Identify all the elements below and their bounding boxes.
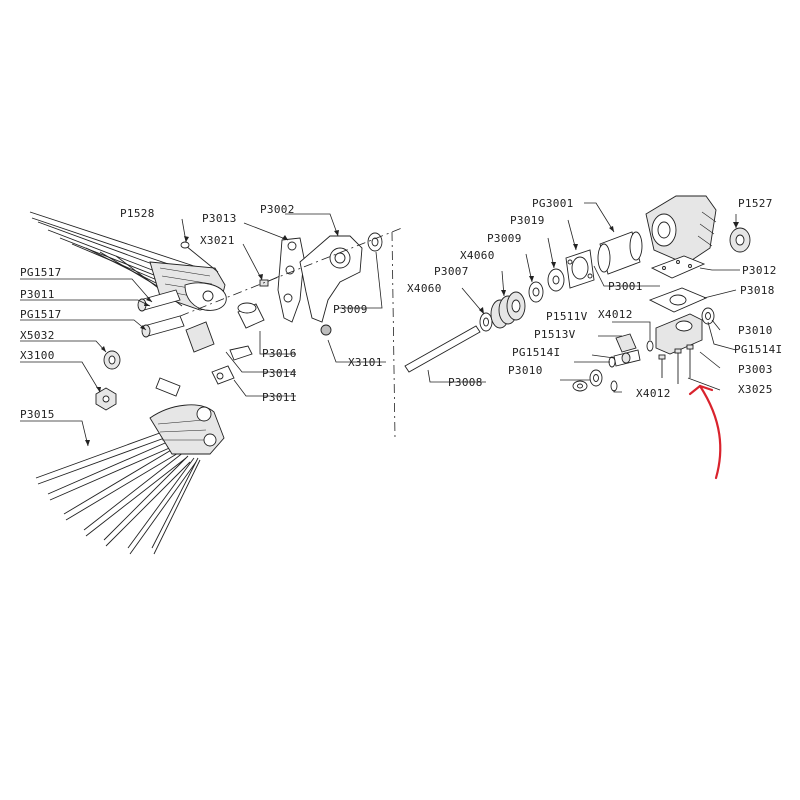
label-x3100: X3100 — [20, 349, 55, 362]
label-p3008: P3008 — [448, 376, 483, 389]
nut-x3100 — [95, 387, 117, 411]
bolts-x3025 — [658, 344, 694, 384]
label-pg1517-upper: PG1517 — [20, 266, 62, 279]
label-p3010-left: P3010 — [508, 364, 543, 377]
label-p1511v: P1511V — [546, 310, 588, 323]
label-x3101: X3101 — [348, 356, 383, 369]
spacer-x5032 — [103, 350, 121, 370]
label-p3003: P3003 — [738, 363, 773, 376]
label-p3014: P3014 — [262, 367, 297, 380]
cylinder-pg3001 — [597, 231, 643, 275]
label-p1513v: P1513V — [534, 328, 576, 341]
washer-p3010-small — [572, 380, 588, 392]
clip-p3011 — [211, 365, 235, 385]
label-pg3001: PG3001 — [532, 197, 574, 210]
bearing-p3007 — [490, 291, 526, 329]
label-x5032: X5032 — [20, 329, 55, 342]
bolt-p1528 — [180, 241, 219, 273]
label-pg1514i-left: PG1514I — [512, 346, 560, 359]
label-x4012-lower: X4012 — [636, 387, 671, 400]
label-p3013: P3013 — [202, 212, 237, 225]
housing-p3001 — [645, 195, 717, 265]
label-x4060-lower: X4060 — [407, 282, 442, 295]
bushing-p3016 — [237, 302, 265, 329]
label-p3018: P3018 — [740, 284, 775, 297]
block-p3003 — [655, 313, 703, 355]
fitting-p1511v — [615, 333, 637, 353]
washer-p3009-right — [547, 268, 565, 292]
highlight-arrow — [688, 384, 722, 480]
plate-p3013 — [277, 237, 305, 323]
label-p3016: P3016 — [262, 347, 297, 360]
label-pg1517-lower: PG1517 — [20, 308, 62, 321]
plate-p3018 — [648, 287, 708, 313]
washer-x4060-lower — [479, 312, 493, 332]
fitting-p1513v — [613, 349, 641, 367]
leader-lines — [20, 202, 740, 447]
label-p3002: P3002 — [260, 203, 295, 216]
label-p3009-left: P3009 — [333, 303, 368, 316]
ring-x4012-lower — [610, 380, 618, 392]
centre-line-vertical — [391, 231, 396, 439]
label-pg1514i-right: PG1514I — [734, 343, 782, 356]
label-p3012: P3012 — [742, 264, 777, 277]
label-x3021: X3021 — [200, 234, 235, 247]
upper-tine-fan — [29, 211, 227, 311]
label-p3001: P3001 — [608, 280, 643, 293]
label-p3019: P3019 — [510, 214, 545, 227]
bearing-p1527 — [729, 227, 751, 253]
pin-pg1517-upper — [137, 289, 181, 312]
hub-pin — [155, 377, 181, 397]
label-p1527: P1527 — [738, 197, 773, 210]
bushing-p3010-right — [701, 307, 715, 325]
ring-x4012-upper — [646, 340, 654, 352]
bushing-p3010-lower — [589, 369, 603, 387]
part-labels: P1528 P3013 P3002 X3021 PG1517 P3011 PG1… — [20, 197, 782, 421]
pin-pg1517-lower — [141, 315, 185, 338]
label-p1528: P1528 — [120, 207, 155, 220]
washer-p3009-left — [367, 232, 383, 252]
block-p3014 — [185, 321, 253, 361]
plate-p3012 — [650, 255, 706, 279]
shaft-p3008 — [404, 325, 481, 373]
screw-x3021 — [259, 275, 281, 287]
label-x4060-upper: X4060 — [460, 249, 495, 262]
label-x4012-upper: X4012 — [598, 308, 633, 321]
label-p3009-right: P3009 — [487, 232, 522, 245]
washer-x4060-upper — [528, 281, 544, 303]
label-p3007: P3007 — [434, 265, 469, 278]
label-p3011-left: P3011 — [20, 288, 55, 301]
centre-line-upper — [144, 227, 403, 331]
label-x3025: X3025 — [738, 383, 773, 396]
label-p3011-bottom: P3011 — [262, 391, 297, 404]
label-p3015: P3015 — [20, 408, 55, 421]
label-p3010-right: P3010 — [738, 324, 773, 337]
arm-p3002 — [299, 235, 363, 336]
gasket-p3019 — [565, 249, 595, 289]
lower-tine-fan-p3015 — [35, 404, 225, 555]
